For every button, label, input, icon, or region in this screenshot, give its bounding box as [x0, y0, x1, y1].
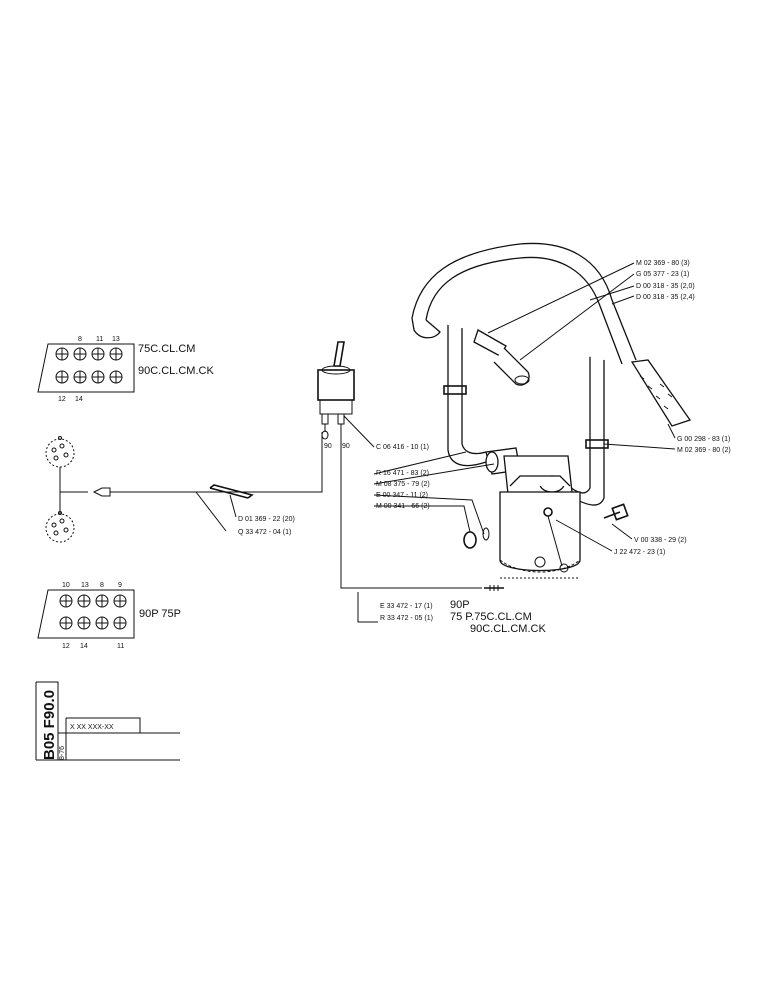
- nut-washer: [463, 527, 490, 549]
- callout-center: M 08 375 - 79 (2): [376, 481, 430, 488]
- harness-ref-variant: 90C.CL.CM.CK: [470, 623, 546, 635]
- harness-ref-code: R 33 472 - 05 (1): [380, 615, 433, 622]
- pin-number: 14: [80, 643, 88, 650]
- wire-harness-left: [110, 432, 323, 493]
- cable-tie: [209, 484, 254, 499]
- toggle-switch: [317, 341, 355, 440]
- connector-diagram-bottom: 10 13 8 9 12 14 11: [37, 582, 135, 650]
- pin-number: 11: [96, 336, 103, 343]
- connector-pins-top: [55, 347, 123, 384]
- pin-number: 13: [81, 582, 89, 589]
- callout-right: D 00 318 - 35 (2,4): [636, 294, 695, 301]
- bolt: [603, 503, 629, 521]
- variant-label-90c: 90C.CL.CM.CK: [138, 365, 214, 377]
- handlebar-pipe: [411, 242, 692, 506]
- callout-right: D 00 318 - 35 (2,0): [636, 283, 695, 290]
- pin-number: 8: [78, 336, 82, 343]
- callout-right: J 22 472 - 23 (1): [614, 549, 665, 556]
- round-connector-upper: [45, 436, 75, 468]
- harness-ref-code: E 33 472 - 17 (1): [380, 603, 433, 610]
- callout-right: V 00 338 - 29 (2): [634, 537, 687, 544]
- valve-body: [485, 447, 581, 579]
- callout-center: C 06 416 - 10 (1): [376, 444, 429, 451]
- variant-label-75c: 75C.CL.CM: [138, 343, 195, 355]
- wire-harness-right: [340, 432, 482, 589]
- pin-number: 9: [118, 582, 122, 589]
- callout-right: M 02 369 - 80 (2): [677, 447, 731, 454]
- connector-pins-bottom: [59, 594, 127, 630]
- callout-left: D 01 369 - 22 (20): [238, 516, 295, 523]
- callout-left: Q 33 472 - 04 (1): [238, 529, 291, 536]
- connector-diagram-top: 8 11 13 12 14: [37, 336, 135, 403]
- title-block: B05 F90.0 8-76 X XX XXX-XX: [35, 681, 180, 761]
- callout-right: M 02 369 - 80 (3): [636, 260, 690, 267]
- pin-number: 12: [58, 396, 66, 403]
- callout-right: G 05 377 - 23 (1): [636, 271, 689, 278]
- callout-center: E 00 347 - 11 (2): [376, 492, 428, 499]
- part-number-box: X XX XXX-XX: [70, 724, 114, 731]
- callout-right: G 00 298 - 83 (1): [677, 436, 730, 443]
- svg-text:90: 90: [342, 443, 350, 450]
- plug-terminal: [92, 487, 111, 497]
- pin-number: 8: [100, 582, 104, 589]
- variant-label-90p-75p: 90P 75P: [139, 608, 181, 620]
- pin-number: 10: [62, 582, 70, 589]
- harness-ref-variant: 75 P.75C.CL.CM: [450, 611, 532, 623]
- pin-number: 11: [117, 643, 124, 650]
- svg-text:90: 90: [324, 443, 332, 450]
- drawing-date: 8-76: [59, 746, 66, 760]
- round-connector-lower: [45, 511, 75, 543]
- leader-lines: [343, 262, 676, 623]
- pin-number: 12: [62, 643, 70, 650]
- harness-ref-variant: 90P: [450, 599, 470, 611]
- pin-number: 14: [75, 396, 83, 403]
- callout-center: R 16 471 - 83 (2): [376, 470, 429, 477]
- drawing-code: B05 F90.0: [41, 690, 58, 760]
- callout-center: M 00 341 - 66 (2): [376, 503, 430, 510]
- pin-number: 13: [112, 336, 120, 343]
